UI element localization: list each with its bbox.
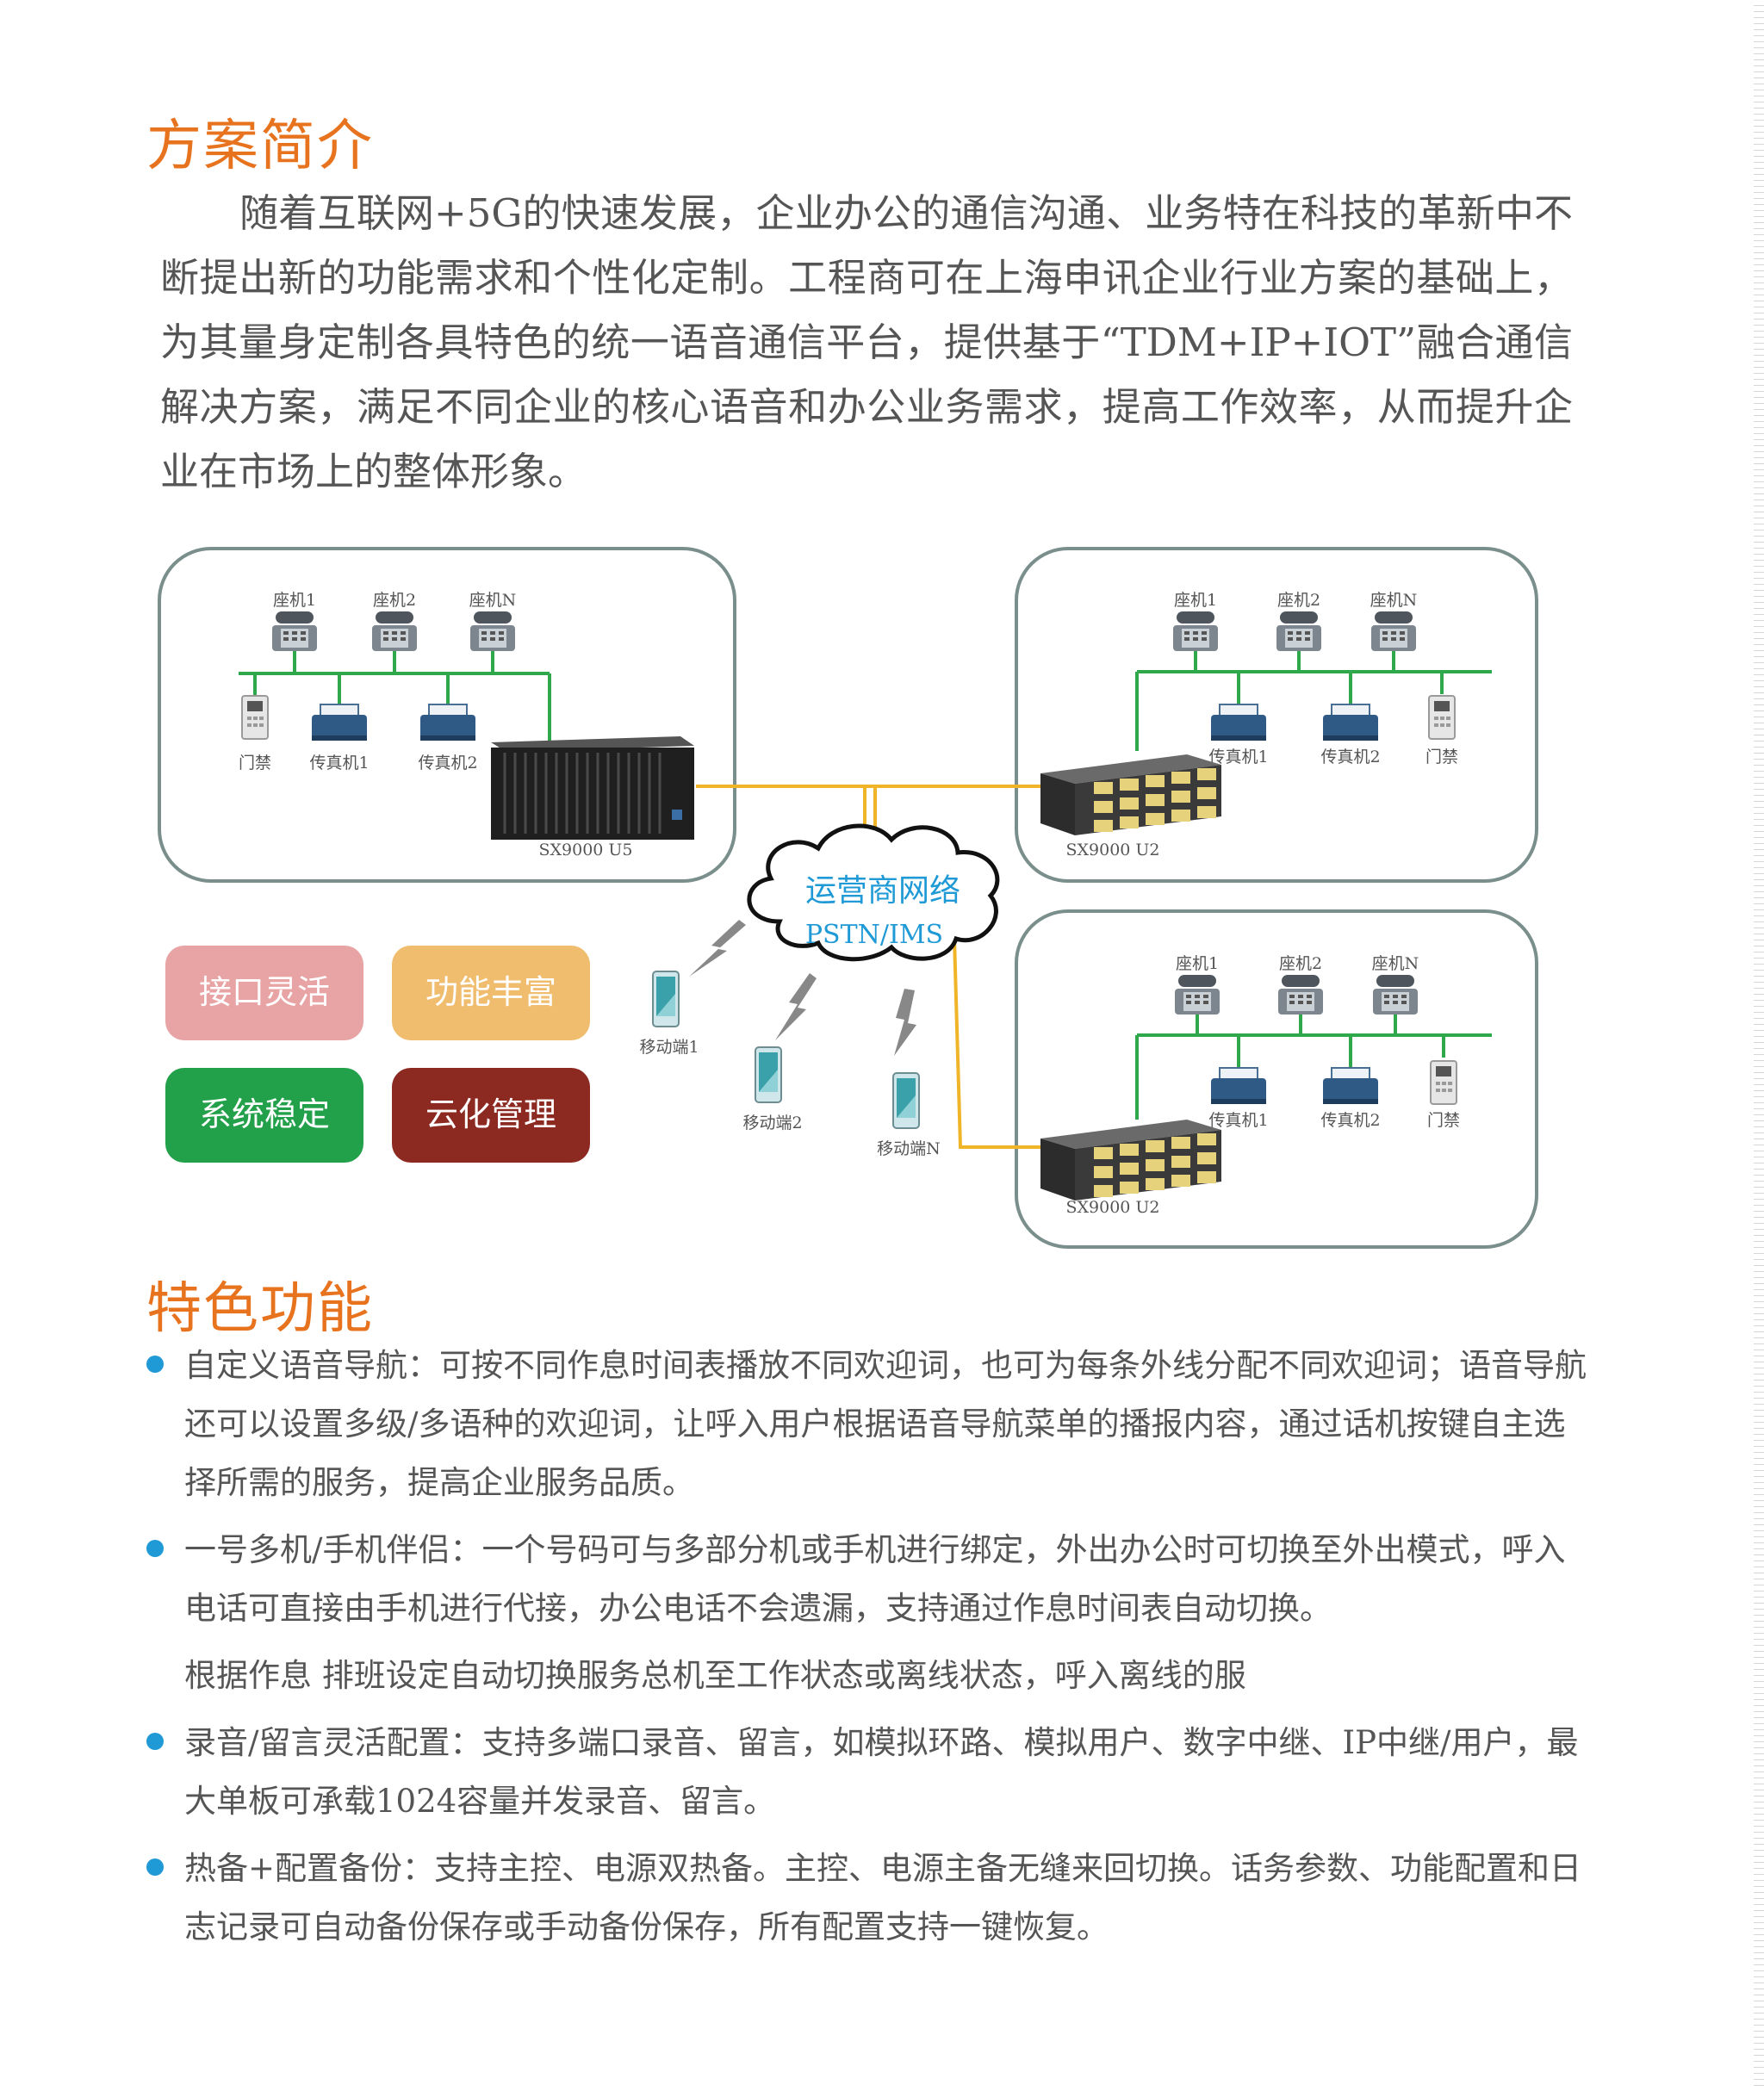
device-label: 门禁 xyxy=(239,754,271,772)
feature-item-continuation: 根据作息 排班设定自动切换服务总机至工作状态或离线状态，呼入离线的服 xyxy=(146,1647,1593,1705)
phone-icon xyxy=(470,611,515,651)
intro-title: 方案简介 xyxy=(146,115,374,178)
feature-text: 录音/留言灵活配置：支持多端口录音、留言，如模拟环路、模拟用户、数字中继、IP中… xyxy=(184,1724,1579,1820)
door-access-icon xyxy=(241,695,269,740)
mobile-label: 移动端1 xyxy=(639,1038,699,1057)
phone-icon xyxy=(372,611,417,651)
device-label: 传真机1 xyxy=(309,754,369,772)
badge-label: 系统稳定 xyxy=(199,1095,330,1133)
site-1: 座机1 座机2 座机N 门禁 传真机1 传真机2 SX9000 U5 xyxy=(239,591,694,859)
badge-label: 功能丰富 xyxy=(425,973,556,1011)
site-3: 座机1 座机2 座机N 传真机1 传真机2 门禁 SX9000 U2 xyxy=(1040,954,1492,1217)
phone-icon xyxy=(272,611,317,651)
fax-icon xyxy=(311,704,368,741)
phone-icon xyxy=(1175,975,1220,1014)
feature-text: 自定义语音导航：可按不同作息时间表播放不同欢迎词，也可为每条外线分配不同欢迎词；… xyxy=(184,1347,1587,1501)
feature-badges: 接口灵活 功能丰富 系统稳定 云化管理 xyxy=(165,946,590,1163)
wireless-signal-icons xyxy=(689,920,916,1056)
sx9000-u5-chassis xyxy=(491,736,694,840)
badge-stable-system xyxy=(165,1068,363,1163)
features-title: 特色功能 xyxy=(146,1277,374,1341)
phone-icon xyxy=(1276,611,1321,651)
device-label: 传真机2 xyxy=(1320,1111,1380,1130)
device-label: 传真机2 xyxy=(1320,748,1380,766)
phone-label: 座机N xyxy=(1370,591,1418,610)
fax-icon xyxy=(1322,704,1379,741)
device-label: 门禁 xyxy=(1427,1111,1460,1130)
device-label: 门禁 xyxy=(1425,748,1458,766)
feature-item: 自定义语音导航：可按不同作息时间表播放不同欢迎词，也可为每条外线分配不同欢迎词；… xyxy=(146,1337,1593,1512)
bullet-dot-icon xyxy=(146,1858,164,1876)
phone-icon xyxy=(1173,611,1218,651)
network-diagram: 座机1 座机2 座机N 门禁 传真机1 传真机2 SX9000 U5 xyxy=(158,547,1538,1249)
bullet-dot-icon xyxy=(146,1356,164,1373)
phone-label: 座机1 xyxy=(1176,954,1219,973)
cloud-label-pstn: PSTN/IMS xyxy=(805,920,943,950)
device-label: 传真机2 xyxy=(418,754,477,772)
fax-icon xyxy=(1322,1067,1379,1105)
intro-paragraph: 随着互联网+5G的快速发展，企业办公的通信沟通、业务特在科技的革新中不断提出新的… xyxy=(160,181,1573,504)
mobile-phone-icon xyxy=(892,1072,920,1129)
feature-list: 自定义语音导航：可按不同作息时间表播放不同欢迎词，也可为每条外线分配不同欢迎词；… xyxy=(146,1337,1593,1965)
device-model-label: SX9000 U2 xyxy=(1065,1198,1159,1217)
device-label: 传真机1 xyxy=(1208,748,1268,766)
badge-label: 接口灵活 xyxy=(199,973,330,1011)
phone-label: 座机2 xyxy=(1277,591,1320,610)
badge-label: 云化管理 xyxy=(425,1095,556,1133)
bullet-dot-icon xyxy=(146,1733,164,1750)
feature-text: 根据作息 排班设定自动切换服务总机至工作状态或离线状态，呼入离线的服 xyxy=(184,1657,1246,1694)
door-access-icon xyxy=(1430,1060,1457,1105)
phone-label: 座机1 xyxy=(1174,591,1217,610)
phone-icon xyxy=(1373,975,1418,1014)
device-model-label: SX9000 U5 xyxy=(538,841,632,859)
page-edge-bleed xyxy=(1754,0,1764,2091)
feature-item: 录音/留言灵活配置：支持多端口录音、留言，如模拟环路、模拟用户、数字中继、IP中… xyxy=(146,1714,1593,1831)
device-label: 传真机1 xyxy=(1208,1111,1268,1130)
mobile-phone-icon xyxy=(755,1046,782,1103)
site-2: 座机1 座机2 座机N 传真机1 传真机2 门禁 SX9000 U2 xyxy=(1040,591,1492,859)
phone-label: 座机2 xyxy=(373,591,416,610)
door-access-icon xyxy=(1428,695,1456,740)
phone-icon xyxy=(1278,975,1323,1014)
badge-cloud-management xyxy=(392,1068,590,1163)
device-model-label: SX9000 U2 xyxy=(1065,841,1159,859)
fax-icon xyxy=(1210,1067,1267,1105)
bullet-dot-icon xyxy=(146,1540,164,1557)
phone-label: 座机N xyxy=(469,591,517,610)
phone-label: 座机N xyxy=(1372,954,1419,973)
feature-item: 热备+配置备份：支持主控、电源双热备。主控、电源主备无缝来回切换。话务参数、功能… xyxy=(146,1840,1593,1957)
phone-icon xyxy=(1371,611,1416,651)
carrier-cloud: 运营商网络 PSTN/IMS xyxy=(747,823,1000,962)
phone-label: 座机2 xyxy=(1279,954,1322,973)
feature-text: 热备+配置备份：支持主控、电源双热备。主控、电源主备无缝来回切换。话务参数、功能… xyxy=(184,1850,1581,1945)
phone-label: 座机1 xyxy=(273,591,316,610)
feature-item: 一号多机/手机伴侣：一个号码可与多部分机或手机进行绑定，外出办公时可切换至外出模… xyxy=(146,1521,1593,1638)
badge-flexible-interface xyxy=(165,946,363,1040)
fax-icon xyxy=(419,704,476,741)
mobile-phone-icon xyxy=(652,971,680,1027)
intro-text: 随着互联网+5G的快速发展，企业办公的通信沟通、业务特在科技的革新中不断提出新的… xyxy=(160,190,1573,494)
fax-icon xyxy=(1210,704,1267,741)
cloud-label-network: 运营商网络 xyxy=(805,873,960,909)
badge-rich-functions xyxy=(392,946,590,1040)
mobile-label: 移动端N xyxy=(877,1139,941,1158)
mobile-label: 移动端2 xyxy=(742,1114,802,1132)
feature-text: 一号多机/手机伴侣：一个号码可与多部分机或手机进行绑定，外出办公时可切换至外出模… xyxy=(184,1531,1566,1627)
